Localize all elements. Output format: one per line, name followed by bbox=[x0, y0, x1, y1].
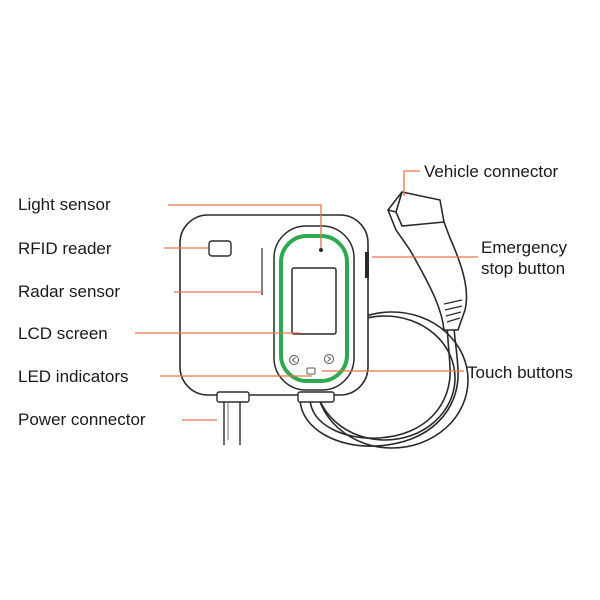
label-vehicle-connector: Vehicle connector bbox=[424, 162, 559, 181]
charger-body bbox=[179, 214, 369, 445]
label-led-indicators: LED indicators bbox=[18, 367, 129, 386]
center-touch-icon bbox=[306, 367, 316, 375]
label-radar-sensor: Radar sensor bbox=[18, 282, 120, 301]
label-light-sensor: Light sensor bbox=[18, 195, 111, 214]
label-emergency-stop-line2: stop button bbox=[481, 259, 565, 278]
leader-light-sensor bbox=[168, 204, 322, 248]
right-arrow-icon bbox=[324, 354, 334, 364]
label-emergency-stop-line1: Emergency bbox=[481, 238, 567, 257]
vehicle-connector bbox=[387, 191, 468, 331]
cable-outlet bbox=[297, 391, 335, 403]
touch-buttons bbox=[289, 354, 334, 375]
lcd-screen bbox=[291, 267, 337, 335]
leader-lines bbox=[135, 170, 478, 421]
left-arrow-icon bbox=[289, 355, 299, 365]
led-indicator-ring bbox=[279, 234, 349, 383]
light-sensor bbox=[319, 248, 323, 252]
label-lcd-screen: LCD screen bbox=[18, 324, 108, 343]
label-rfid-reader: RFID reader bbox=[18, 239, 112, 258]
power-connector bbox=[216, 391, 250, 445]
emergency-stop-button bbox=[365, 252, 369, 278]
leader-vehicle-connector bbox=[403, 170, 420, 196]
rfid-reader bbox=[208, 240, 232, 257]
label-power-connector: Power connector bbox=[18, 410, 146, 429]
label-touch-buttons: Touch buttons bbox=[467, 363, 573, 382]
charging-cable bbox=[299, 311, 469, 449]
labels: Light sensor RFID reader Radar sensor LC… bbox=[18, 162, 573, 429]
